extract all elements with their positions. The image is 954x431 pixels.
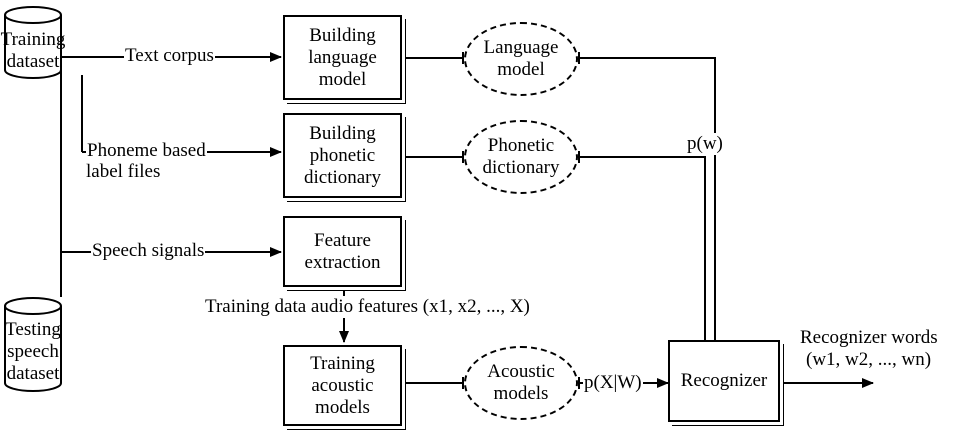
recognizer-words-label: Recognizer words: [800, 327, 938, 348]
phoneme-label-line-2: label files: [86, 161, 161, 182]
pw-label: p(w): [686, 133, 724, 155]
text-corpus-label: Text corpus: [124, 45, 215, 67]
feature-extraction-box: Feature extraction: [283, 216, 402, 287]
recognizer-label: Recognizer: [680, 370, 768, 391]
feature-extraction-line-1: Feature: [314, 229, 371, 251]
feature-extraction-line-2: extraction: [304, 251, 381, 273]
training-am-line-1: Training: [310, 352, 375, 374]
building-language-model-box: Building language model: [283, 15, 402, 100]
building-pd-line-2: phonetic: [309, 144, 376, 166]
training-am-line-3: models: [315, 396, 370, 418]
speech-signals-label: Speech signals: [91, 240, 206, 262]
pxw-label: p(X|W): [583, 372, 643, 394]
building-pd-line-1: Building: [309, 122, 376, 144]
building-lm-line-3: model: [318, 68, 367, 90]
building-lm-line-2: language: [308, 46, 377, 68]
testing-dataset-cylinder: [4, 297, 62, 392]
testing-dataset-line-3: dataset: [6, 363, 60, 384]
recognizer-words-sequence: (w1, w2, ..., wn): [806, 349, 932, 370]
acoustic-models-line-1: Acoustic: [487, 361, 555, 382]
testing-dataset-label: Testing speech dataset: [5, 319, 61, 385]
training-dataset-line-1: Training: [0, 29, 66, 50]
training-dataset-line-2: dataset: [6, 51, 60, 72]
acoustic-models-ellipse: Acoustic models: [464, 346, 578, 420]
phoneme-label-line-1: Phoneme based: [86, 140, 207, 162]
training-dataset-cylinder: [4, 6, 62, 79]
building-lm-line-1: Building: [309, 24, 376, 46]
training-dataset-label: Training dataset: [1, 29, 66, 73]
building-pd-line-3: dictionary: [303, 166, 382, 188]
edge-lm-recognizer: [578, 57, 720, 367]
phonetic-dictionary-line-2: dictionary: [482, 157, 560, 178]
testing-dataset-line-2: speech: [7, 341, 59, 362]
acoustic-models-line-2: models: [493, 383, 549, 404]
training-am-line-2: acoustic: [311, 374, 374, 396]
language-model-line-2: model: [497, 59, 545, 80]
language-model-ellipse: Language model: [464, 22, 578, 96]
phonetic-dictionary-line-1: Phonetic: [487, 135, 555, 156]
training-acoustic-models-box: Training acoustic models: [283, 345, 402, 426]
edge-pd-recognizer: [578, 156, 710, 367]
building-phonetic-dictionary-box: Building phonetic dictionary: [283, 113, 402, 198]
phonetic-dictionary-ellipse: Phonetic dictionary: [464, 120, 578, 194]
recognizer-box: Recognizer: [668, 340, 780, 422]
testing-dataset-line-1: Testing: [5, 319, 61, 340]
training-features-label: Training data audio features (x1, x2, ..…: [204, 296, 531, 318]
language-model-line-1: Language: [483, 37, 559, 58]
